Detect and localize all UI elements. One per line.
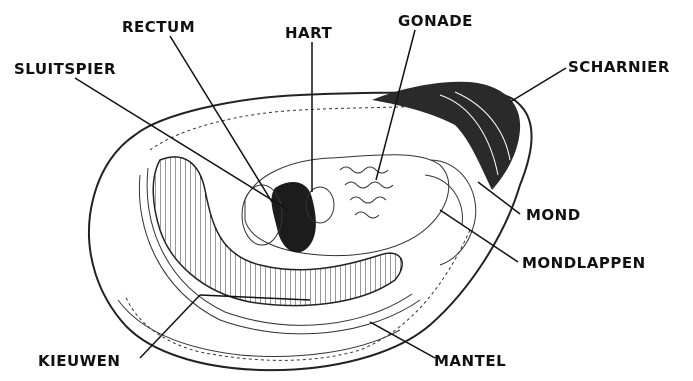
label-scharnier: SCHARNIER (568, 58, 670, 76)
gills (139, 157, 420, 334)
label-mondlappen: MONDLAPPEN (522, 254, 646, 272)
leader-lines (75, 30, 566, 358)
label-hart: HART (285, 24, 333, 42)
leader-mondlappen (440, 210, 518, 262)
label-kieuwen: KIEUWEN (38, 352, 120, 370)
label-mond: MOND (526, 206, 581, 224)
leader-kieuwen (140, 295, 200, 358)
leader-mond (478, 182, 520, 214)
label-mantel: MANTEL (434, 352, 506, 370)
adductor-muscle (242, 182, 316, 252)
label-sluitspier: SLUITSPIER (14, 60, 116, 78)
label-gonade: GONADE (398, 12, 473, 30)
leader-scharnier (510, 68, 566, 102)
labels: RECTUM HART GONADE SLUITSPIER SCHARNIER … (14, 12, 670, 370)
label-rectum: RECTUM (122, 18, 195, 36)
